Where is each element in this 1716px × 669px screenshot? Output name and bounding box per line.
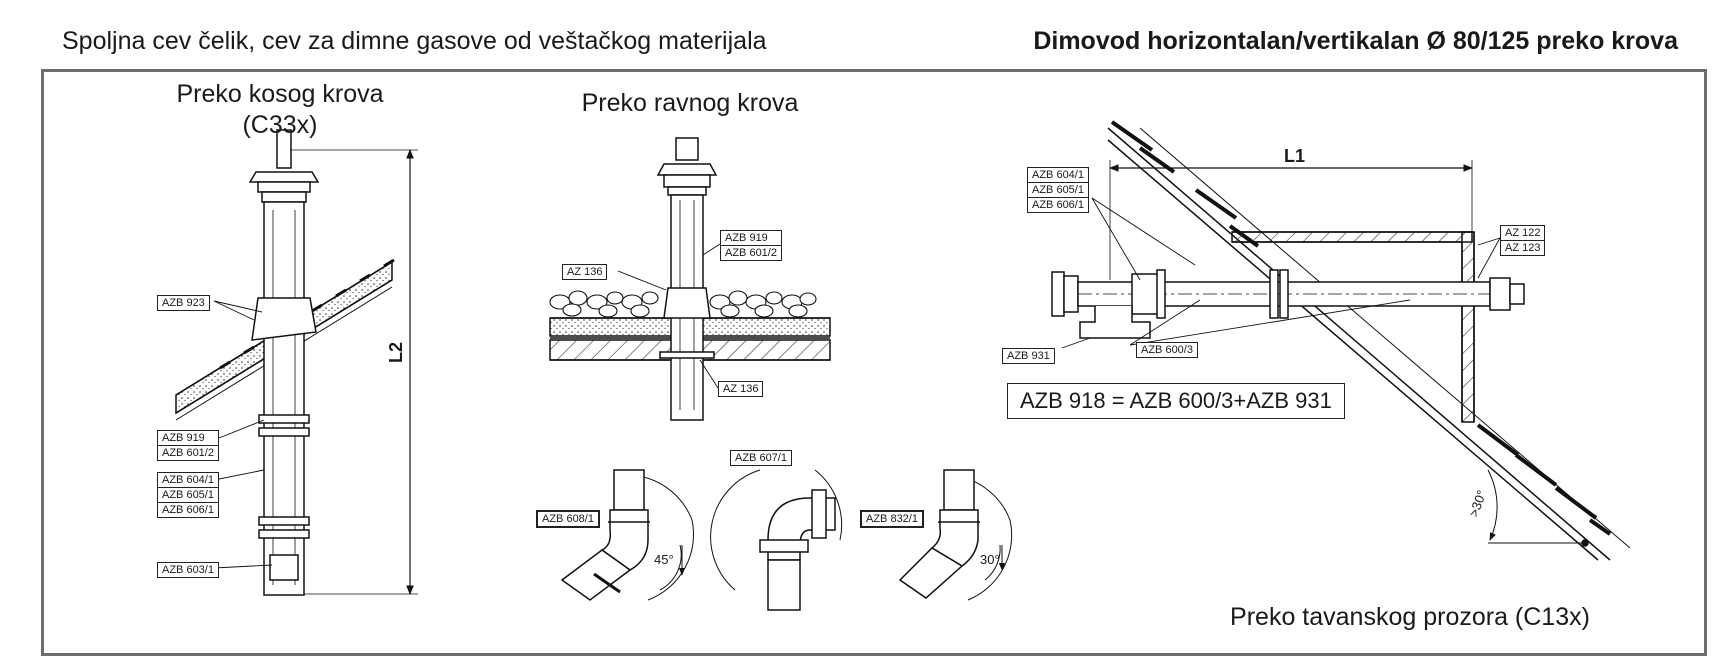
label-azb931: AZB 931: [1002, 348, 1055, 364]
label-az123: AZ 123: [1505, 242, 1541, 254]
label-azb923: AZB 923: [157, 295, 210, 311]
header-left-title: Spoljna cev čelik, cev za dimne gasove o…: [62, 27, 767, 55]
label-azb604-stack: AZB 604/1 AZB 605/1 AZB 606/1: [157, 472, 219, 518]
label-azb605-1: AZB 605/1: [158, 488, 218, 503]
label-az136-bottom: AZ 136: [718, 381, 764, 397]
label-azb607-1: AZB 607/1: [730, 450, 792, 466]
flat-roof-drawing: [549, 137, 831, 421]
window-title: Preko tavanskog prozora (C13x): [1230, 603, 1590, 631]
label-flat-azb919: AZB 919: [721, 231, 781, 246]
label-az136-top: AZ 136: [562, 264, 608, 280]
angle-30-label: 30°: [980, 552, 1000, 567]
label-az122-stack: AZ 122 AZ 123: [1500, 225, 1546, 256]
label-flat-azb919-stack: AZB 919 AZB 601/2: [720, 230, 782, 261]
angle-45-label: 45°: [654, 552, 674, 567]
label-window-azb606-1: AZB 606/1: [1032, 199, 1084, 211]
flat-roof-title: Preko ravnog krova: [581, 89, 799, 117]
sloped-roof-drawing: [175, 129, 418, 596]
diagram-frame: [41, 69, 1707, 656]
label-azb919: AZB 919: [158, 431, 218, 446]
label-azb832-1: AZB 832/1: [860, 510, 924, 528]
dimension-l1: L1: [1284, 146, 1306, 166]
label-azb601-2: AZB 601/2: [162, 447, 214, 459]
label-window-azb605-1: AZB 605/1: [1028, 183, 1088, 198]
window-drawing: [1051, 120, 1631, 561]
dimension-l2: L2: [386, 341, 407, 364]
label-az122: AZ 122: [1501, 226, 1545, 241]
label-azb606-1: AZB 606/1: [162, 504, 214, 516]
elbow-drawings: [560, 469, 1013, 611]
label-azb603-1: AZB 603/1: [157, 562, 219, 578]
label-azb604-1: AZB 604/1: [158, 473, 218, 488]
label-azb919-stack: AZB 919 AZB 601/2: [157, 430, 219, 461]
label-flat-azb601-2: AZB 601/2: [725, 247, 777, 259]
sloped-roof-subtitle: (C33x): [242, 111, 318, 139]
label-window-azb604-stack: AZB 604/1 AZB 605/1 AZB 606/1: [1027, 167, 1089, 213]
label-azb600-3: AZB 600/3: [1136, 342, 1198, 358]
label-window-azb604-1: AZB 604/1: [1028, 168, 1088, 183]
formula-box: AZB 918 = AZB 600/3+AZB 931: [1007, 383, 1345, 419]
sloped-roof-title: Preko kosog krova: [176, 80, 384, 108]
header-right-title: Dimovod horizontalan/vertikalan Ø 80/125…: [1033, 27, 1678, 55]
label-azb608-1: AZB 608/1: [536, 510, 600, 528]
